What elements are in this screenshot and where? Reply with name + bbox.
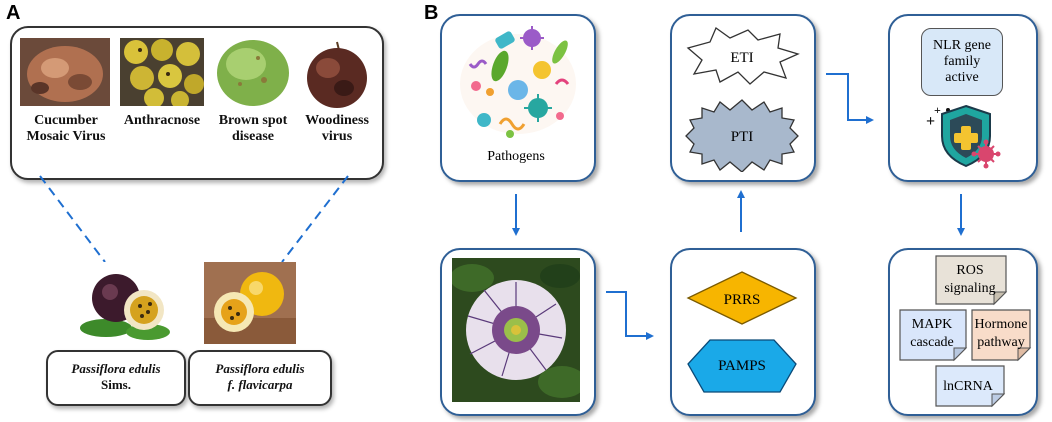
dashed-line-left bbox=[39, 175, 106, 263]
disease-label-anthracnose: Anthracnose bbox=[123, 113, 201, 128]
pathogens-illustration bbox=[460, 26, 576, 138]
mapk-cascade-note: MAPK cascade bbox=[899, 309, 968, 362]
prrs-pamps-shapes: PRRS PAMPS bbox=[686, 271, 798, 393]
woodiness-virus-image bbox=[304, 38, 370, 110]
svg-text:cascade: cascade bbox=[910, 335, 954, 350]
svg-text:lnCRNA: lnCRNA bbox=[943, 379, 994, 394]
prrs-label: PRRS bbox=[724, 292, 761, 308]
panel-b-letter: B bbox=[424, 2, 439, 24]
eti-shape bbox=[686, 27, 800, 85]
eti-pti-shapes: ETI PTI bbox=[685, 27, 800, 172]
panel-a-letter: A bbox=[6, 2, 21, 24]
ros-signaling-note: ROS signaling bbox=[935, 255, 1008, 306]
lncrna-note: lnCRNA bbox=[935, 365, 1006, 408]
signaling-notes: ROS signaling MAPK cascade Hormone pathw… bbox=[899, 255, 1032, 408]
pti-shape bbox=[685, 99, 799, 172]
nlr-gene-box: NLR gene family active bbox=[921, 28, 1003, 96]
dashed-connectors bbox=[39, 175, 349, 263]
svg-text:+: + bbox=[934, 103, 941, 117]
hormone-pathway-note: Hormone pathway bbox=[971, 309, 1032, 362]
svg-text:+: + bbox=[926, 113, 935, 130]
passion-flower-image bbox=[452, 258, 580, 402]
shield-virus-icon: + + bbox=[926, 103, 1001, 169]
svg-text:pathway: pathway bbox=[977, 335, 1024, 350]
anthracnose-image bbox=[120, 38, 204, 106]
pamps-label: PAMPS bbox=[718, 358, 766, 374]
arrow-immunity-to-nlr bbox=[826, 73, 874, 124]
pti-label: PTI bbox=[731, 129, 754, 145]
svg-text:MAPK: MAPK bbox=[912, 317, 952, 332]
svg-text:ROS: ROS bbox=[956, 263, 983, 278]
prrs-shape bbox=[686, 271, 798, 325]
dashed-line-right bbox=[281, 175, 349, 263]
pathogens-label: Pathogens bbox=[487, 149, 545, 164]
eti-label: ETI bbox=[730, 50, 753, 66]
cucumber-mosaic-virus-image bbox=[20, 38, 110, 106]
passiflora-edulis-flavicarpa-image bbox=[204, 262, 296, 344]
brown-spot-disease-image bbox=[214, 36, 292, 108]
passiflora-edulis-sims-image bbox=[76, 262, 172, 344]
pamps-shape bbox=[687, 339, 797, 393]
arrow-flower-to-receptors bbox=[606, 291, 654, 340]
svg-text:signaling: signaling bbox=[944, 281, 995, 296]
svg-text:Hormone: Hormone bbox=[975, 317, 1028, 332]
